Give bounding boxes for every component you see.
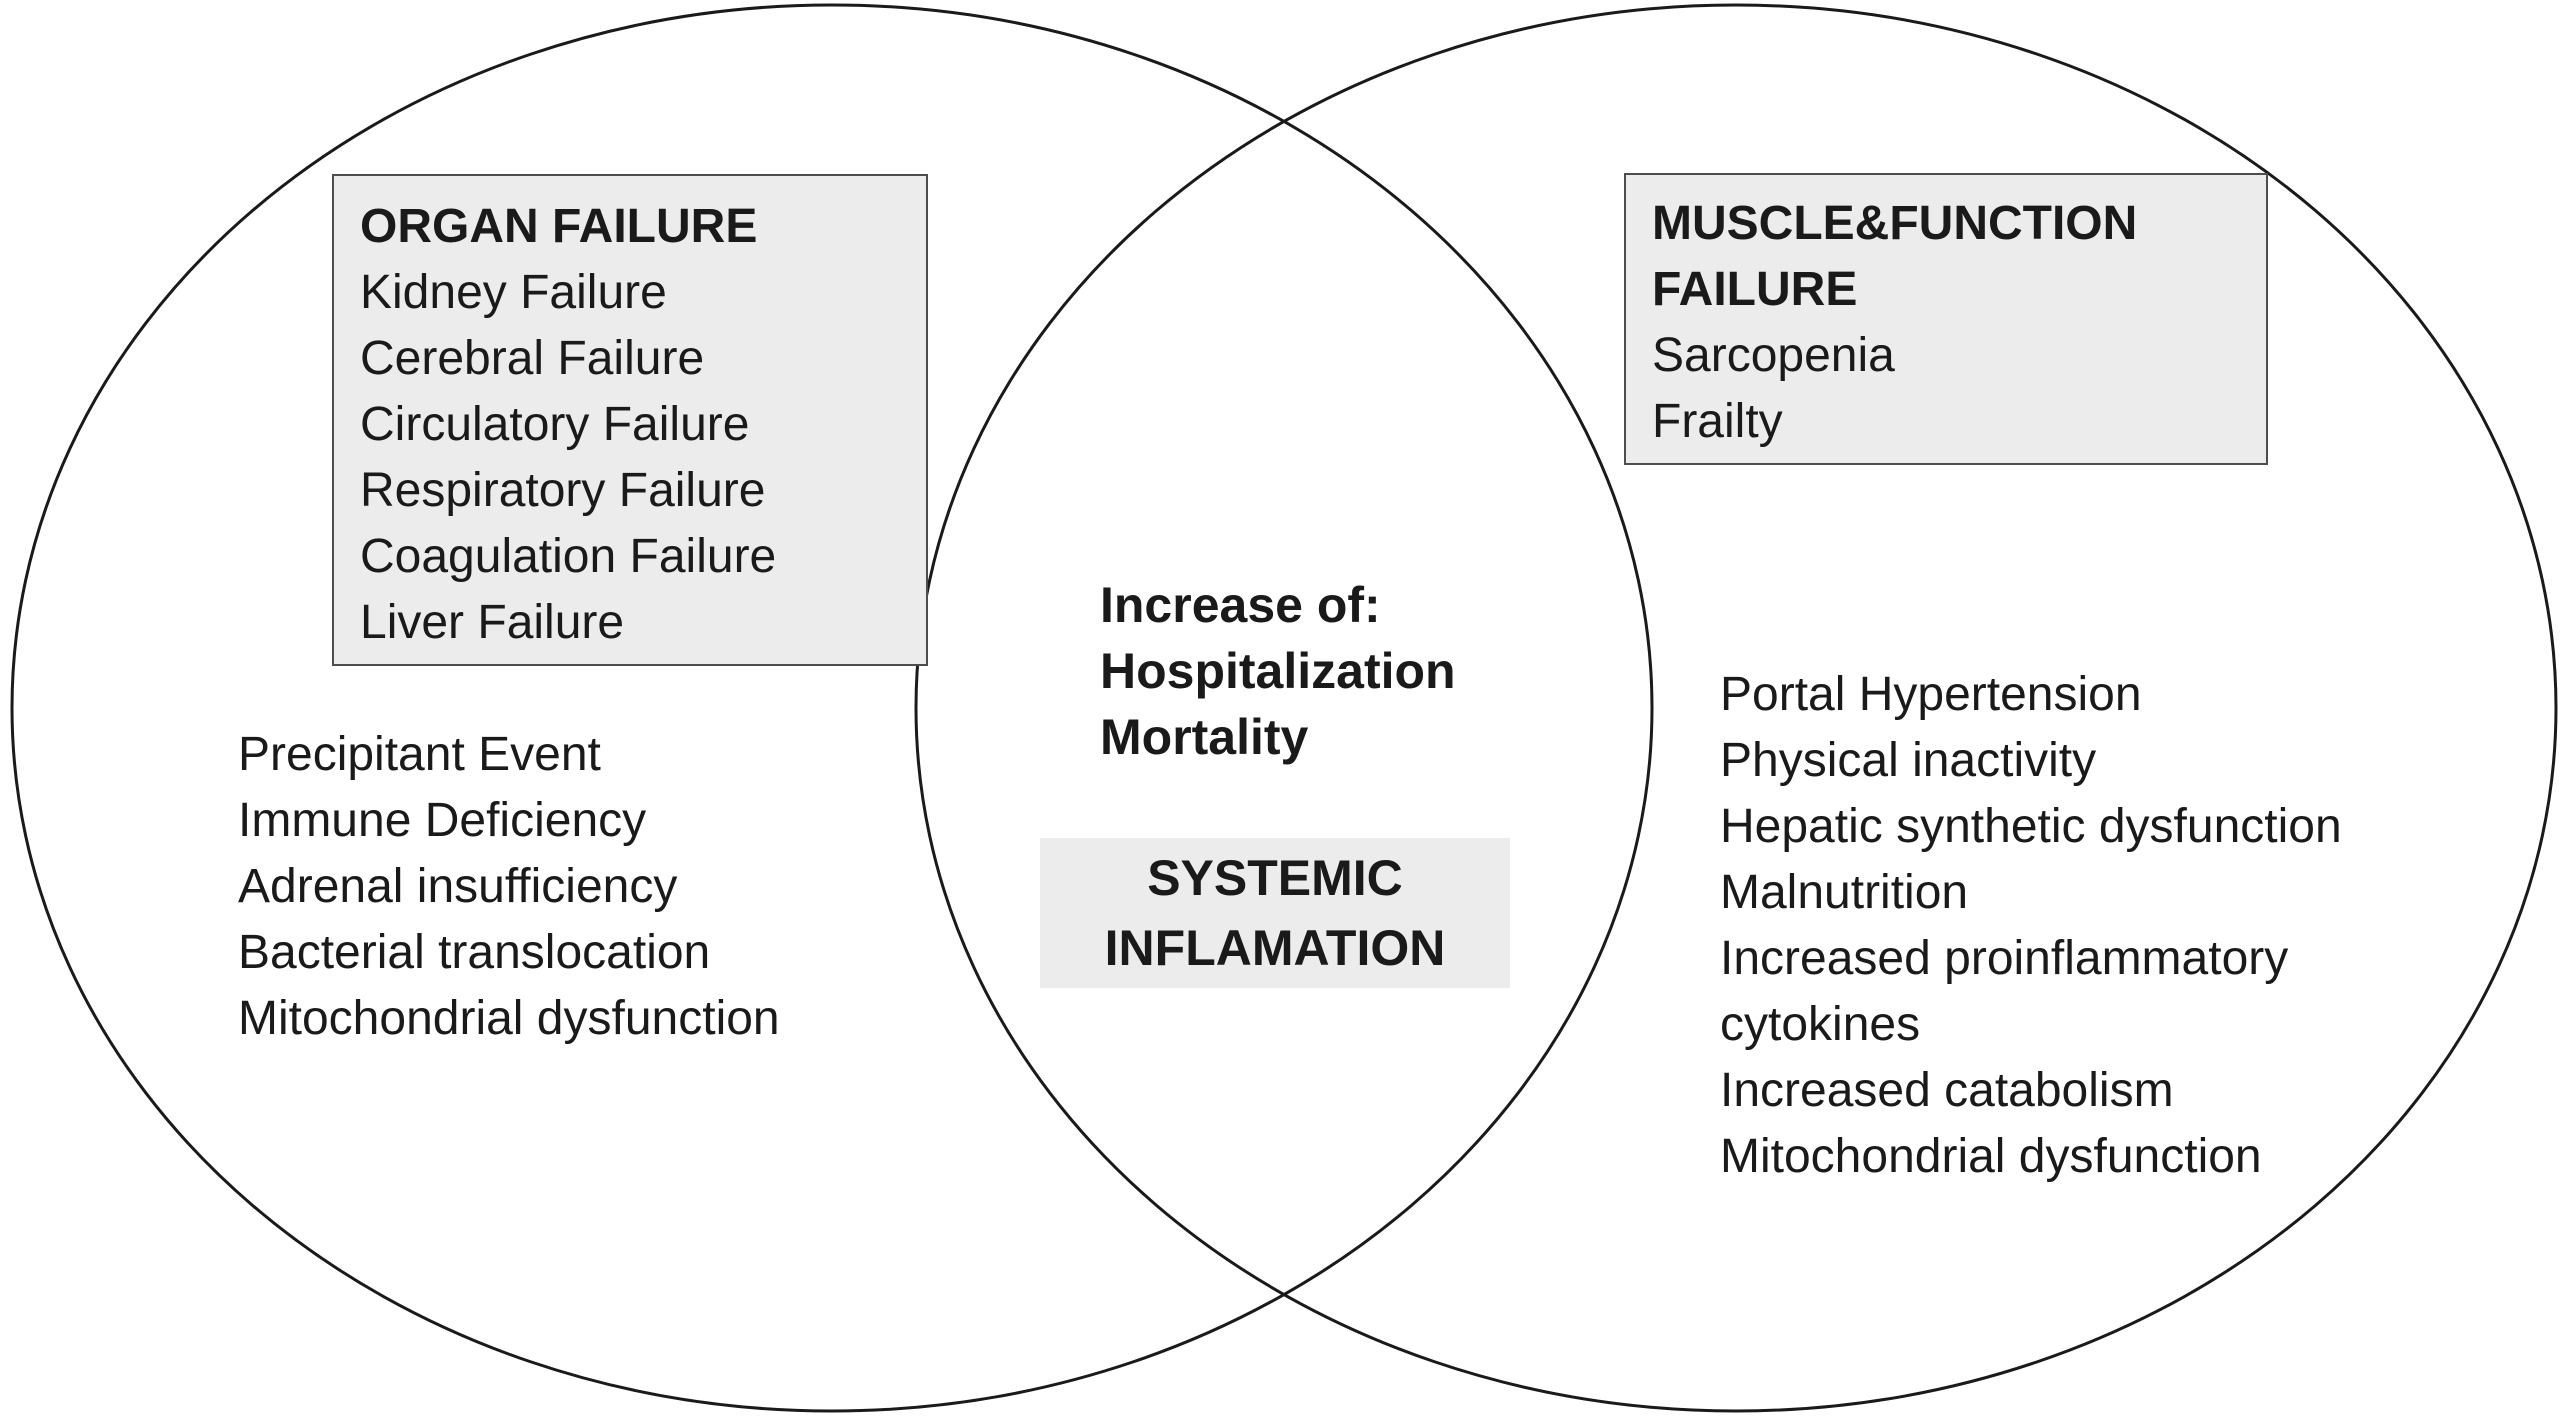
- left-list-item: Precipitant Event: [238, 728, 601, 781]
- organ-failure-box: ORGAN FAILURE Kidney Failure Cerebral Fa…: [332, 174, 928, 666]
- organ-failure-item: Kidney Failure: [360, 266, 667, 319]
- organ-failure-item: Circulatory Failure: [360, 398, 750, 451]
- left-circle-list: Precipitant Event Immune Deficiency Adre…: [238, 722, 780, 1052]
- organ-failure-item: Cerebral Failure: [360, 332, 705, 385]
- right-circle-outline: [914, 3, 2558, 1413]
- muscle-function-item: Sarcopenia: [1652, 329, 1895, 382]
- increase-line: Mortality: [1100, 709, 1309, 765]
- right-list-item: Malnutrition: [1720, 866, 1969, 919]
- muscle-function-title-line: MUSCLE&FUNCTION: [1652, 197, 2138, 250]
- right-list-item: cytokines: [1720, 998, 1921, 1051]
- right-circle-list: Portal Hypertension Physical inactivity …: [1720, 662, 2342, 1190]
- right-list-item: Increased catabolism: [1720, 1064, 2174, 1117]
- intersection-increase-text: Increase of: Hospitalization Mortality: [1100, 572, 1456, 770]
- left-list-item: Immune Deficiency: [238, 794, 647, 847]
- left-list-item: Adrenal insufficiency: [238, 860, 678, 913]
- right-list-item: Physical inactivity: [1720, 734, 2097, 787]
- right-list-item: Increased proinflammatory: [1720, 932, 2289, 985]
- increase-line: Hospitalization: [1100, 643, 1456, 699]
- left-list-item: Bacterial translocation: [238, 926, 711, 979]
- organ-failure-item: Respiratory Failure: [360, 464, 766, 517]
- muscle-function-item: Frailty: [1652, 395, 1783, 448]
- muscle-function-box: MUSCLE&FUNCTION FAILURE Sarcopenia Frail…: [1624, 173, 2268, 465]
- organ-failure-item: Coagulation Failure: [360, 530, 777, 583]
- right-list-item: Mitochondrial dysfunction: [1720, 1130, 2262, 1183]
- right-list-item: Portal Hypertension: [1720, 668, 2142, 721]
- organ-failure-item: Liver Failure: [360, 596, 625, 649]
- systemic-inflammation-line: INFLAMATION: [1104, 920, 1446, 976]
- systemic-inflammation-box: SYSTEMIC INFLAMATION: [1040, 838, 1510, 988]
- left-list-item: Mitochondrial dysfunction: [238, 992, 780, 1045]
- systemic-inflammation-line: SYSTEMIC: [1147, 850, 1403, 906]
- muscle-function-title-line: FAILURE: [1652, 263, 1858, 316]
- right-list-item: Hepatic synthetic dysfunction: [1720, 800, 2342, 853]
- increase-line: Increase of:: [1100, 577, 1381, 633]
- organ-failure-title: ORGAN FAILURE: [360, 200, 758, 253]
- left-circle-outline: [10, 3, 1654, 1413]
